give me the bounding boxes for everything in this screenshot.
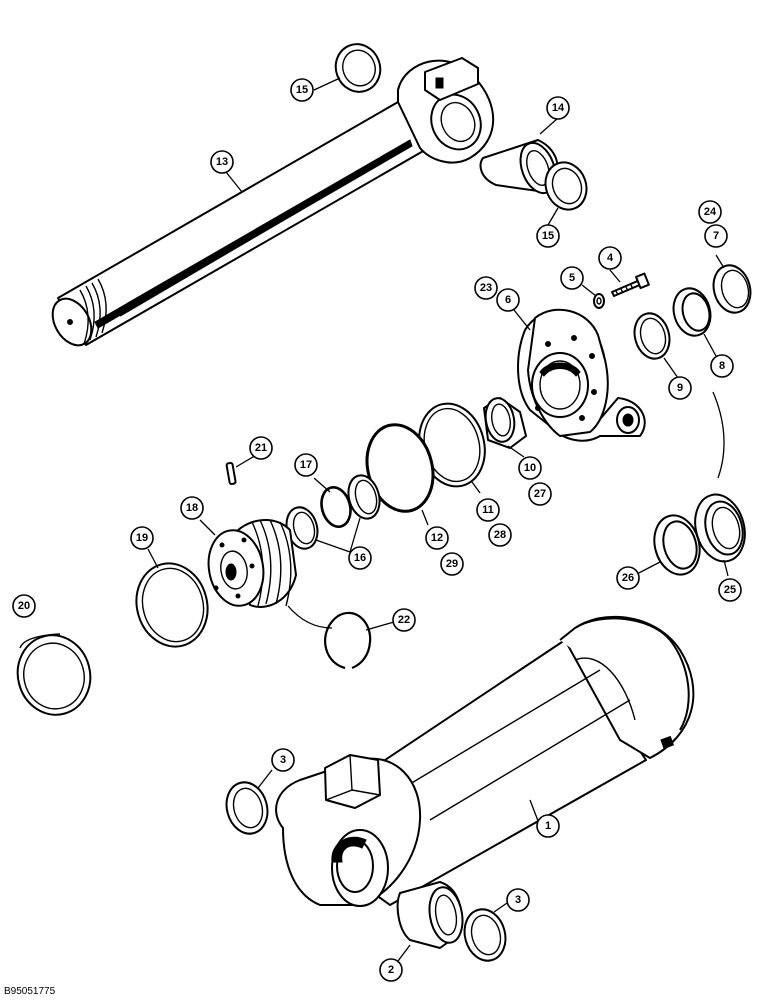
svg-text:18: 18 xyxy=(186,502,198,514)
piston-part-18 xyxy=(207,519,297,608)
svg-text:16: 16 xyxy=(354,552,366,564)
svg-text:11: 11 xyxy=(482,504,494,516)
assembly-path-line xyxy=(287,605,333,629)
seal-part-3-left xyxy=(225,781,269,835)
seal-ring-part-15-lower xyxy=(544,161,588,211)
svg-text:21: 21 xyxy=(255,442,267,454)
svg-text:15: 15 xyxy=(542,230,554,242)
svg-text:25: 25 xyxy=(724,584,736,596)
svg-text:3: 3 xyxy=(515,894,521,906)
svg-text:6: 6 xyxy=(505,294,511,306)
svg-text:27: 27 xyxy=(534,488,546,500)
svg-text:9: 9 xyxy=(677,382,683,394)
seal-part-26 xyxy=(653,514,701,576)
callout-26: 26 xyxy=(616,566,640,590)
svg-text:3: 3 xyxy=(280,754,286,766)
callout-28: 28 xyxy=(488,523,512,547)
piston-rod-part-13 xyxy=(51,57,495,347)
seal-part-8 xyxy=(672,287,712,337)
seal-part-3-right xyxy=(463,908,507,962)
callout-10: 10 xyxy=(518,456,542,480)
callout-23: 23 xyxy=(474,276,498,300)
svg-text:4: 4 xyxy=(607,252,614,264)
svg-text:7: 7 xyxy=(713,230,719,242)
svg-text:20: 20 xyxy=(18,600,30,612)
callout-24: 24 xyxy=(698,200,722,224)
callout-3-left: 3 xyxy=(271,748,295,772)
callout-5: 5 xyxy=(560,266,584,290)
svg-text:5: 5 xyxy=(569,272,575,284)
svg-text:29: 29 xyxy=(446,558,458,570)
gland-head-part-6 xyxy=(517,308,646,442)
callout-13: 13 xyxy=(210,150,234,174)
o-ring-part-12 xyxy=(365,423,435,513)
wear-ring-part-19 xyxy=(135,562,209,648)
callout-18: 18 xyxy=(180,496,204,520)
svg-text:22: 22 xyxy=(398,614,410,626)
svg-text:19: 19 xyxy=(136,532,148,544)
svg-text:8: 8 xyxy=(719,360,725,372)
bolt-part-4 xyxy=(611,272,650,297)
svg-text:2: 2 xyxy=(388,964,394,976)
callout-1: 1 xyxy=(536,814,560,838)
roll-pin-part-21 xyxy=(225,461,237,486)
svg-text:23: 23 xyxy=(480,282,492,294)
callout-22: 22 xyxy=(392,608,416,632)
leader-lines xyxy=(147,77,729,966)
callout-14: 14 xyxy=(546,96,570,120)
callout-6: 6 xyxy=(496,288,520,312)
callout-3-right: 3 xyxy=(506,888,530,912)
callout-9: 9 xyxy=(668,376,692,400)
svg-text:28: 28 xyxy=(494,529,506,541)
svg-text:14: 14 xyxy=(552,102,565,114)
cylinder-barrel-part-1 xyxy=(275,615,695,907)
callout-16: 16 xyxy=(348,546,372,570)
bushing-part-2 xyxy=(396,881,464,949)
callout-19: 19 xyxy=(130,526,154,550)
callout-8: 8 xyxy=(710,354,734,378)
callout-7: 7 xyxy=(704,224,728,248)
seal-part-17 xyxy=(320,486,352,528)
o-ring-part-9 xyxy=(633,312,671,360)
callout-15-lower: 15 xyxy=(536,224,560,248)
callout-4: 4 xyxy=(598,246,622,270)
svg-text:15: 15 xyxy=(296,84,308,96)
svg-text:13: 13 xyxy=(216,156,228,168)
callout-29: 29 xyxy=(440,552,464,576)
bushing-part-20 xyxy=(16,633,92,716)
callout-20: 20 xyxy=(12,594,36,618)
callout-11: 11 xyxy=(476,498,500,522)
washer-part-5 xyxy=(593,293,605,309)
figure-id-label: B95051775 xyxy=(4,986,56,997)
seal-ring-part-15-top xyxy=(334,43,382,93)
svg-text:26: 26 xyxy=(622,572,634,584)
bushing-part-10 xyxy=(483,397,527,449)
snap-ring-part-22 xyxy=(324,611,372,670)
svg-text:12: 12 xyxy=(431,532,443,544)
callout-21: 21 xyxy=(249,436,273,460)
svg-text:1: 1 xyxy=(545,820,551,832)
callout-2: 2 xyxy=(379,958,403,982)
wiper-seal-part-7 xyxy=(712,264,752,314)
svg-text:10: 10 xyxy=(524,462,536,474)
callout-27: 27 xyxy=(528,482,552,506)
callout-17: 17 xyxy=(294,453,318,477)
seal-part-25 xyxy=(694,493,746,563)
svg-text:24: 24 xyxy=(704,206,717,218)
callout-15-top: 15 xyxy=(290,78,314,102)
svg-text:17: 17 xyxy=(300,459,312,471)
assembly-path-line xyxy=(712,391,725,479)
callout-12: 12 xyxy=(425,526,449,550)
callout-25: 25 xyxy=(718,578,742,602)
